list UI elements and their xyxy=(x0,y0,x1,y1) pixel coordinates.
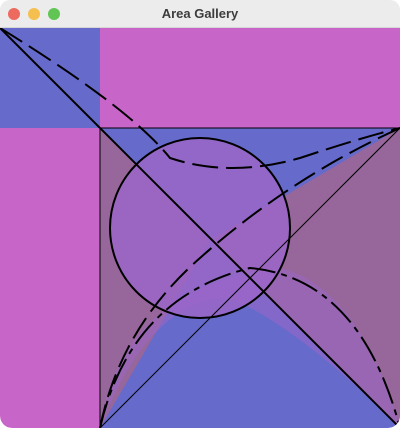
diagonal-anti xyxy=(99,127,400,428)
center-circle-outline xyxy=(109,137,291,319)
area-drawing xyxy=(0,28,400,428)
diagonal-main xyxy=(0,28,400,428)
left-band xyxy=(0,128,100,428)
zoom-button[interactable] xyxy=(48,8,60,20)
dashed-curve-left xyxy=(99,127,400,428)
title-bar: Area Gallery xyxy=(0,0,400,28)
minimize-button[interactable] xyxy=(28,8,40,20)
dashed-curve-top xyxy=(0,28,400,169)
dashed-curve-lower xyxy=(99,266,400,428)
window-title: Area Gallery xyxy=(161,6,239,21)
drawing-canvas xyxy=(0,28,400,428)
lens-area xyxy=(100,268,400,428)
top-band xyxy=(100,28,400,128)
close-button[interactable] xyxy=(8,8,20,20)
